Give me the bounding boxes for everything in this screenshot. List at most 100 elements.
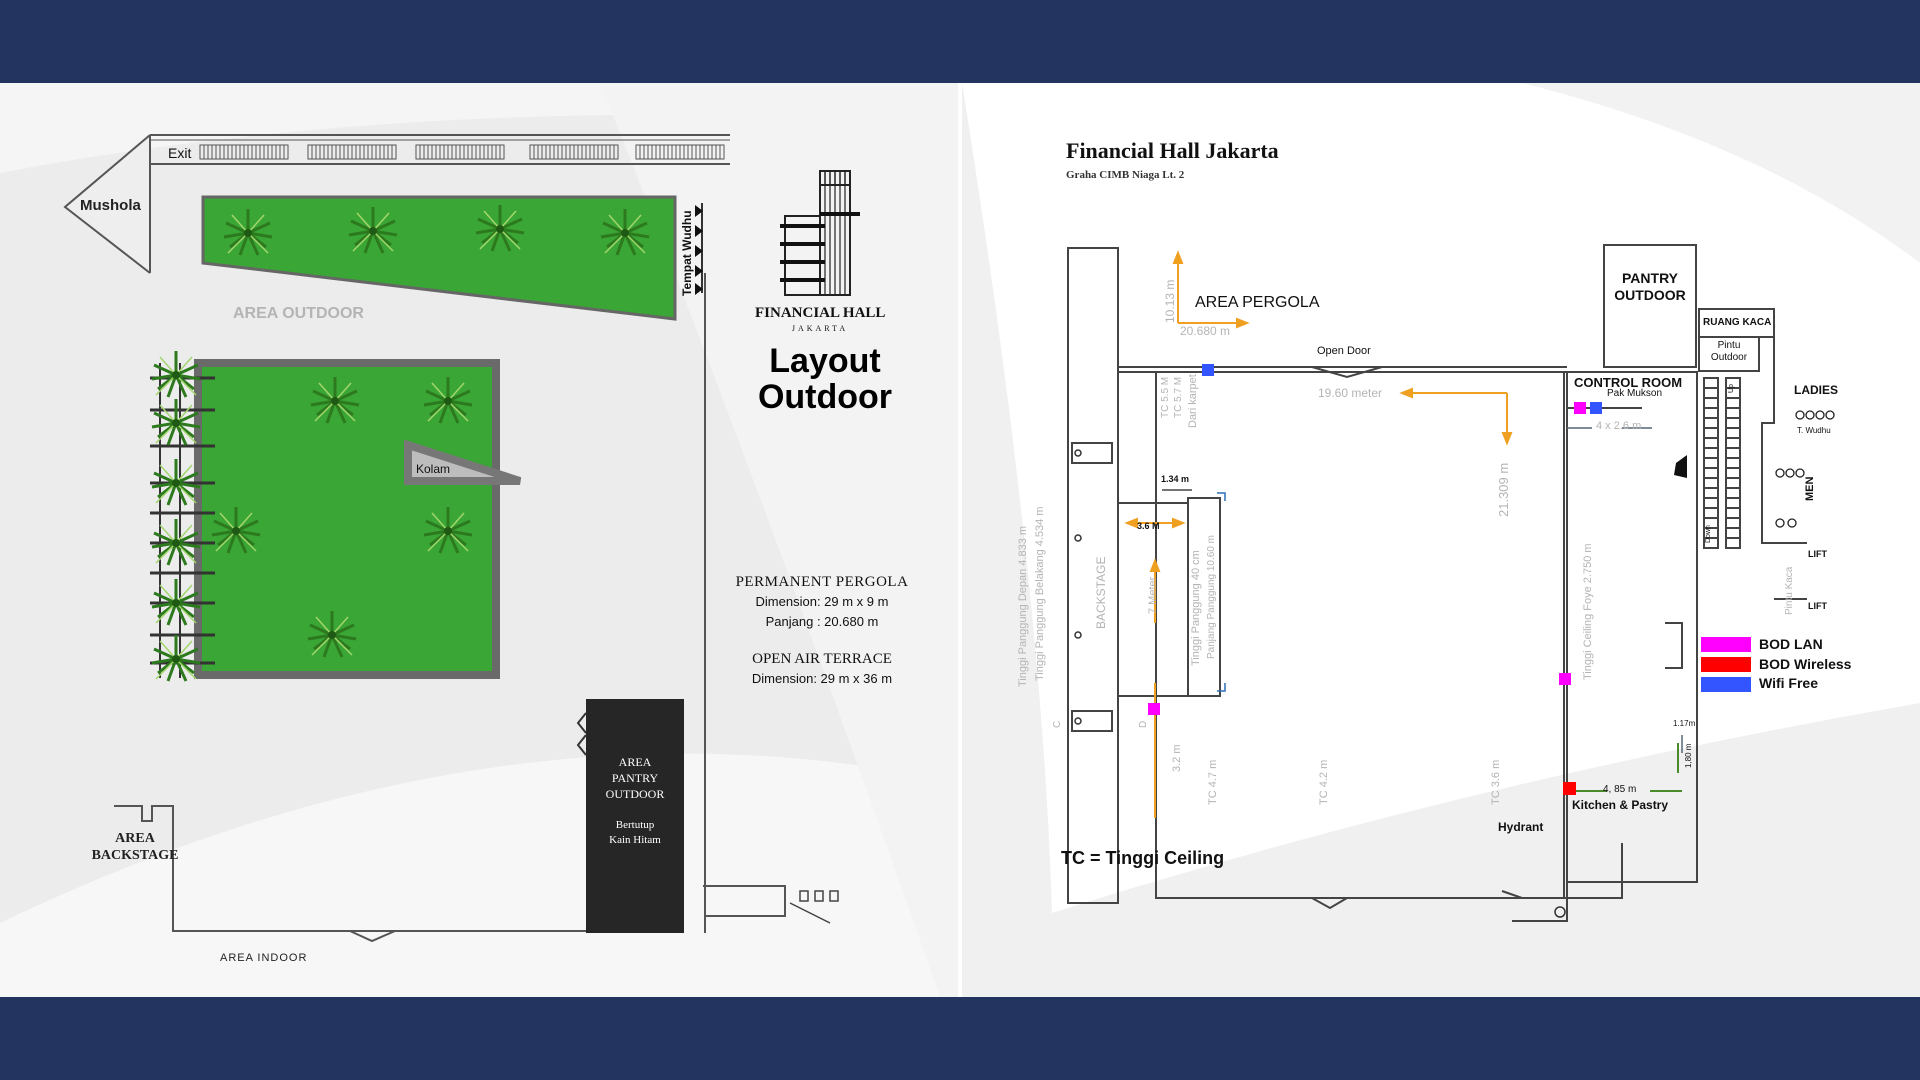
pak-mukson-label: Pak Mukson xyxy=(1607,388,1663,399)
pantry-note-label: Bertutup Kain Hitam xyxy=(609,819,661,846)
dim-134-label: 1.34 m xyxy=(1161,474,1190,484)
hall-title: Financial Hall Jakarta xyxy=(1066,138,1279,163)
decor-swoosh xyxy=(0,753,958,997)
terrace-title: OPEN AIR TERRACE xyxy=(752,651,892,667)
c-mark-label: C xyxy=(1052,720,1063,728)
terrace-dimension: Dimension: 29 m x 36 m xyxy=(751,671,893,686)
legend-bod-lan: BOD LAN xyxy=(1759,636,1823,652)
ruang-kaca-label: RUANG KACA xyxy=(1703,317,1772,328)
decor-swoosh xyxy=(962,83,1920,997)
tinggi-belakang-label: Tinggi Panggung Belakang 4.534 m xyxy=(1034,506,1046,682)
decor-swoosh xyxy=(600,83,958,997)
tinggi-panggung-label: Tinggi Panggung 40 cm xyxy=(1190,550,1202,666)
pantry-outdoor-label: AREA PANTRY OUTDOOR xyxy=(605,755,665,801)
bottom-band xyxy=(0,997,1920,1080)
dim-32-label: 3.2 m xyxy=(1171,744,1183,772)
pergola-width-label: 20.680 m xyxy=(1180,324,1231,338)
tc42-label: TC 4.2 m xyxy=(1318,759,1330,805)
pergola-trellis xyxy=(150,349,215,683)
t-wudhu-label: T. Wudhu xyxy=(1797,426,1831,435)
open-door-label: Open Door xyxy=(1317,345,1371,357)
decor-swoosh xyxy=(1522,83,1920,263)
mushola-label: Mushola xyxy=(80,197,141,214)
exit-label: Exit xyxy=(168,145,192,161)
layout-title-line1: Layout xyxy=(769,342,881,380)
pantry-outdoor-block xyxy=(586,699,684,933)
layout-title-line2: Outdoor xyxy=(757,378,893,416)
outdoor-layout-panel: FINANCIAL HALL JAKARTA Layout Outdoor Ex… xyxy=(0,83,958,997)
hydrant-label: Hydrant xyxy=(1498,820,1544,834)
tc55-label: TC 5.5 M xyxy=(1160,376,1171,418)
kitchen-label: Kitchen & Pastry xyxy=(1572,798,1669,812)
tinggi-ceiling-foye-label: Tinggi Ceiling Foye 2.750 m xyxy=(1582,543,1594,680)
hall-floorplan-drawing xyxy=(962,83,1920,997)
legend-wifi-free: Wifi Free xyxy=(1759,675,1818,691)
toilets xyxy=(789,890,839,924)
financial-hall-logo-icon xyxy=(780,170,860,296)
wifi-marker xyxy=(1590,402,1602,414)
lift-label-2: LIFT xyxy=(1808,601,1827,611)
brand-name: FINANCIAL HALL xyxy=(755,305,886,321)
pergola-dimension: Dimension: 29 m x 9 m xyxy=(755,594,889,609)
wifi-marker xyxy=(1202,364,1214,376)
bod-lan-marker xyxy=(1574,402,1586,414)
hall-width-label: 19.60 meter xyxy=(1318,386,1383,400)
panjang-panggung-label: Panjang Panggung 10.60 m xyxy=(1206,535,1217,659)
room-arrows xyxy=(1567,427,1683,753)
area-backstage-label: AREA BACKSTAGE xyxy=(91,831,179,863)
hall-length-label: 21.309 m xyxy=(1496,462,1511,517)
seven-meter-label: 7 Meter xyxy=(1147,576,1159,614)
kolam-shape xyxy=(404,439,522,485)
hall-floorplan-panel: Financial Hall Jakarta Graha CIMB Niaga … xyxy=(962,83,1920,997)
mushola-shape xyxy=(63,134,151,274)
hall-walls xyxy=(1067,244,1807,922)
tc57-label: TC 5.7 M xyxy=(1173,376,1184,418)
d-mark-label: D xyxy=(1138,720,1149,728)
tc36-label: TC 3.6 m xyxy=(1490,759,1502,805)
tc-footnote: TC = Tinggi Ceiling xyxy=(1061,848,1225,868)
legend-swatch-lan xyxy=(1701,637,1751,652)
top-band xyxy=(0,0,1920,83)
men-label: MEN xyxy=(1804,476,1816,501)
upper-lawn xyxy=(201,195,677,321)
dim-180-label: 1,80 m xyxy=(1684,743,1693,768)
backstage-label: BACKSTAGE xyxy=(1094,556,1108,629)
area-indoor-label: AREA INDOOR xyxy=(220,952,308,964)
hydrant-icon xyxy=(1554,906,1566,918)
pintu-kaca-label: Pintu Kaca xyxy=(1784,566,1795,615)
pergola-height-label: 10.13 m xyxy=(1163,279,1177,323)
dimension-arrows xyxy=(1124,250,1513,818)
control-room-size-label: 4 x 2.6 m xyxy=(1596,420,1642,432)
kitchen-arrows xyxy=(1572,743,1682,792)
control-room-label: CONTROL ROOM xyxy=(1574,375,1683,390)
tempat-wudhu-label: Tempat Wudhu xyxy=(680,210,694,296)
wudhu-markers xyxy=(695,203,703,295)
fence-top xyxy=(150,134,730,165)
brand-city: JAKARTA xyxy=(791,324,849,333)
legend-swatch-wireless xyxy=(1701,657,1751,672)
dim-36-label: 3.6 M xyxy=(1137,521,1160,531)
bod-lan-marker xyxy=(1148,703,1160,715)
indoor-walls xyxy=(114,805,786,943)
toilet-icons xyxy=(1775,410,1835,528)
pergola-panjang: Panjang : 20.680 m xyxy=(765,614,879,629)
dari-karpet-label: Dari karpet xyxy=(1187,374,1199,428)
ladies-label: LADIES xyxy=(1794,383,1839,397)
hall-subtitle: Graha CIMB Niaga Lt. 2 xyxy=(1066,169,1185,181)
speaker-icon xyxy=(1674,455,1687,478)
backstage-door-icons xyxy=(1074,449,1082,725)
lift-label-1: LIFT xyxy=(1808,549,1827,559)
bod-lan-marker xyxy=(1559,673,1571,685)
dim-485-label: 4, 85 m xyxy=(1603,784,1637,795)
pintu-outdoor-label: Pintu Outdoor xyxy=(1710,340,1748,363)
area-outdoor-label: AREA OUTDOOR xyxy=(233,305,364,322)
pergola-title: PERMANENT PERGOLA xyxy=(735,574,909,590)
area-pergola-label: AREA PERGOLA xyxy=(1195,294,1320,311)
stairs-up-label: Up xyxy=(1728,384,1735,393)
stairs-down-label: Down xyxy=(1705,525,1712,543)
outdoor-plan-drawing xyxy=(0,83,958,997)
tinggi-depan-label: Tinggi Panggung Depan 4.833 m xyxy=(1017,525,1029,687)
kolam-label: Kolam xyxy=(416,462,451,476)
legend-bod-wireless: BOD Wireless xyxy=(1759,656,1852,672)
tc47-label: TC 4.7 m xyxy=(1207,759,1219,805)
